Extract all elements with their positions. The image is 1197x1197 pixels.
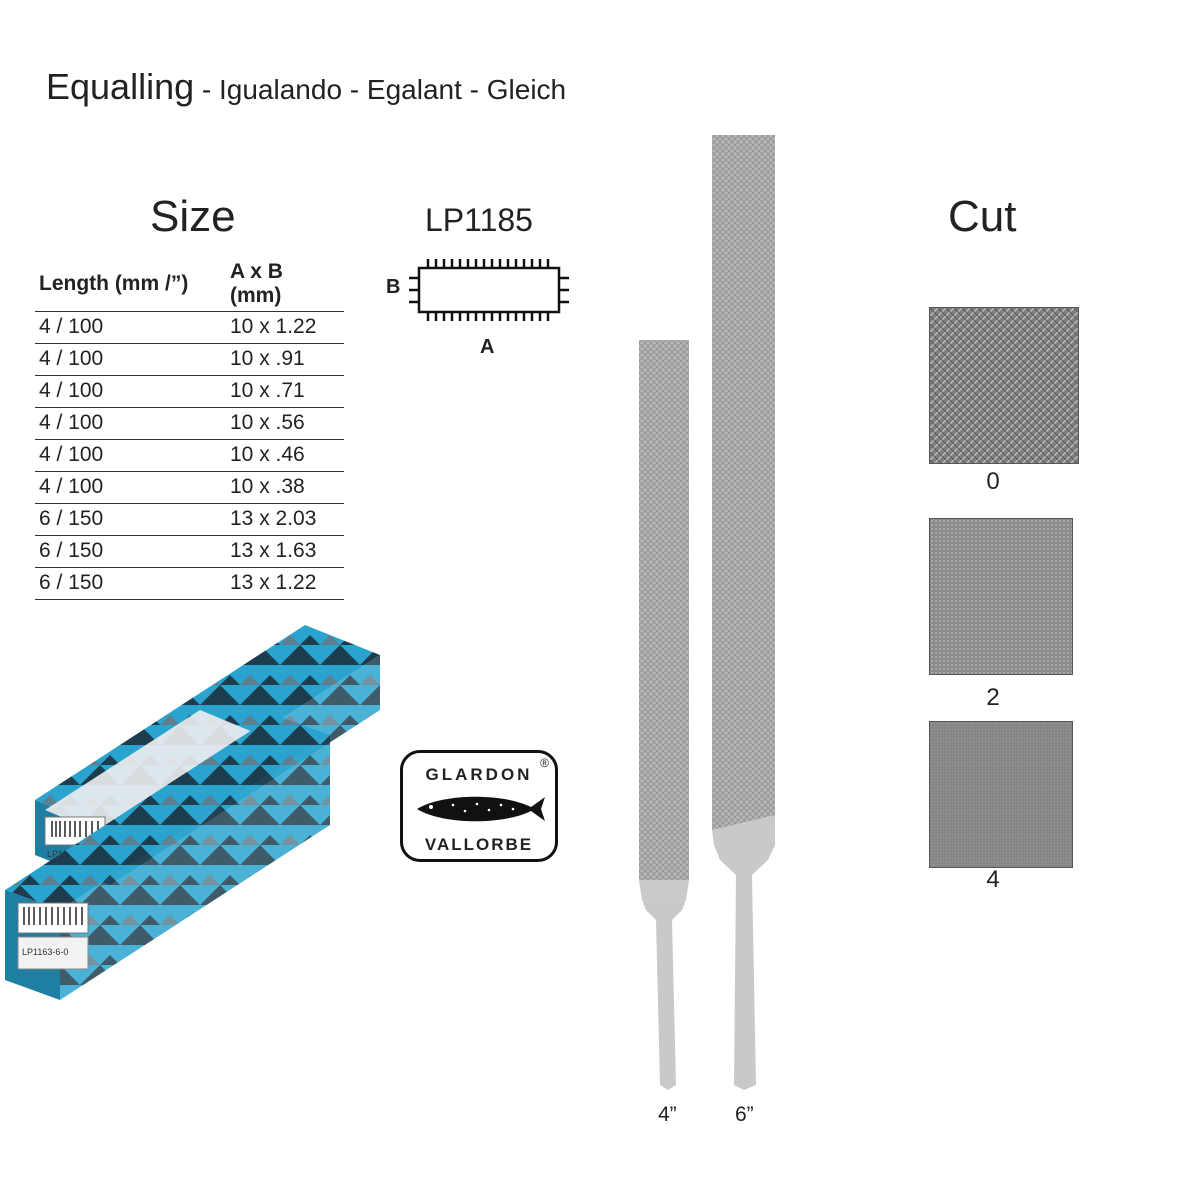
cell-length: 4 / 100 <box>35 311 226 344</box>
box-side-face <box>60 735 330 1000</box>
title-main: Equalling <box>46 66 195 107</box>
cell-length: 4 / 100 <box>35 439 226 472</box>
box-end-label <box>17 936 89 970</box>
cell-dimensions: 13 x 1.63 <box>226 535 344 568</box>
title-subtitle: - Igualando - Egalant - Gleich <box>194 74 567 105</box>
cross-section-drawing <box>409 259 569 321</box>
cross-section-diagram: B A <box>383 256 573 366</box>
cut-label-2: 2 <box>986 684 1000 711</box>
box-label-strip <box>45 710 260 835</box>
model-code: LP1185 <box>425 202 533 238</box>
cell-dimensions: 10 x .46 <box>226 439 344 472</box>
file-length-6: 6” <box>735 1103 754 1126</box>
page-title: Equalling - Igualando - Egalant - Gleich <box>46 66 566 108</box>
cell-length: 6 / 150 <box>35 535 226 568</box>
cell-dimensions: 10 x 1.22 <box>226 311 344 344</box>
cell-dimensions: 10 x .91 <box>226 343 344 376</box>
cut-swatch-4 <box>929 721 1073 868</box>
cut-swatch-0 <box>929 307 1079 464</box>
cell-dimensions: 10 x .71 <box>226 375 344 408</box>
diagram-label-b: B <box>386 276 401 298</box>
cut-label-4: 4 <box>986 866 1000 893</box>
cell-length: 4 / 100 <box>35 471 226 504</box>
cell-length: 6 / 150 <box>35 567 226 600</box>
glardon-vallorbe-logo: ® GLARDON VALLORBE <box>400 750 558 862</box>
file-4-inch <box>639 340 689 1090</box>
column-header-length: Length (mm /”) <box>39 272 189 295</box>
cut-heading: Cut <box>948 192 1017 241</box>
cell-length: 4 / 100 <box>35 343 226 376</box>
box-top-face <box>5 715 330 910</box>
size-heading: Size <box>150 192 236 241</box>
cell-dimensions: 10 x .38 <box>226 471 344 504</box>
file-length-4: 4” <box>658 1103 677 1126</box>
cell-length: 4 / 100 <box>35 407 226 440</box>
logo-brand-bottom: VALLORBE <box>424 835 534 854</box>
barcode-icon <box>51 821 99 837</box>
fish-icon <box>417 796 545 822</box>
cell-dimensions: 10 x .56 <box>226 407 344 440</box>
table-header-row: Length (mm /”) A x B (mm) <box>35 258 344 312</box>
column-header-dimensions: A x B (mm) <box>230 260 283 307</box>
file-6-inch <box>712 135 775 1090</box>
cell-dimensions: 13 x 2.03 <box>226 503 344 536</box>
cut-swatch-2 <box>929 518 1073 675</box>
cell-length: 4 / 100 <box>35 375 226 408</box>
diagram-label-a: A <box>480 336 495 358</box>
logo-brand-top: GLARDON <box>425 765 533 784</box>
cut-label-0: 0 <box>986 468 1000 495</box>
cell-dimensions: 13 x 1.22 <box>226 567 344 600</box>
cell-length: 6 / 150 <box>35 503 226 536</box>
file-boxes-image: LP1163-4-4 LP1163-6-0 <box>5 625 380 1000</box>
files-image <box>639 135 775 1090</box>
registered-mark: ® <box>540 756 549 770</box>
box-label-bottom: LP1163-6-0 <box>22 947 68 957</box>
barcode-icon <box>23 907 83 925</box>
